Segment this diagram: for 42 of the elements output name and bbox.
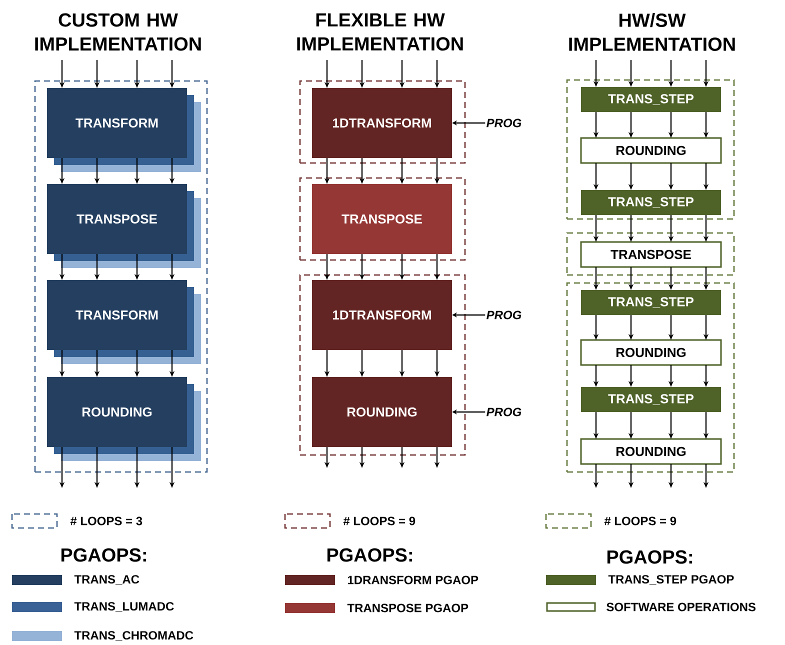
loop-group-frame (299, 274, 466, 456)
loop-group-frame (34, 80, 208, 473)
legend-heading: PGAOPS: (327, 548, 412, 562)
process-block: ROUNDING (580, 438, 722, 465)
process-block: 1DTRANSFORM (312, 280, 452, 350)
process-block: 1DTRANSFORM (312, 88, 452, 158)
process-block: TRANSFORM (47, 280, 201, 364)
legend-text: TRANS_STEP PGAOP (608, 575, 734, 585)
process-block: TRANSPOSE (580, 241, 722, 268)
process-block: TRANS_STEP (581, 87, 721, 112)
loop-group-frame (566, 79, 735, 220)
prog-label: PROG (486, 408, 522, 416)
legend-text: TRANS_CHROMADC (74, 631, 194, 641)
loop-group-frame (299, 80, 466, 164)
process-block: ROUNDING (312, 376, 452, 447)
column-heading: CUSTOM HW IMPLEMENTATION (35, 13, 201, 51)
legend-heading: PGAOPS: (61, 548, 146, 562)
process-block: TRANS_STEP (581, 386, 721, 412)
prog-label: PROG (486, 118, 522, 128)
legend-text: TRANSPOSE PGAOP (347, 604, 468, 612)
loop-group-frame (566, 232, 735, 276)
legend-text: 1DRANSFORM PGAOP (348, 576, 478, 584)
loop-group-frame (299, 177, 466, 261)
process-block: TRANSPOSE (47, 184, 201, 268)
process-block: TRANSPOSE (312, 184, 452, 254)
process-block: ROUNDING (580, 339, 722, 366)
legend-heading: PGAOPS: (607, 550, 692, 564)
legend-text: # LOOPS = 9 (343, 516, 416, 526)
column-heading: FLEXIBLE HW IMPLEMENTATION (297, 13, 463, 51)
process-block: ROUNDING (47, 376, 201, 461)
column-heading: HW/SW IMPLEMENTATION (569, 13, 735, 51)
loop-group-frame (566, 282, 735, 473)
process-block: TRANS_STEP (581, 190, 721, 215)
legend-text: # LOOPS = 3 (70, 516, 142, 526)
prog-label: PROG (486, 310, 522, 320)
process-block: TRANS_STEP (581, 290, 721, 315)
legend-text: TRANS_LUMADC (74, 602, 174, 612)
process-block: ROUNDING (580, 137, 722, 164)
legend-text: SOFTWARE OPERATIONS (606, 602, 756, 612)
legend-text: # LOOPS = 9 (604, 516, 676, 526)
process-block: TRANSFORM (47, 88, 201, 172)
legend-text: TRANS_AC (74, 575, 140, 585)
